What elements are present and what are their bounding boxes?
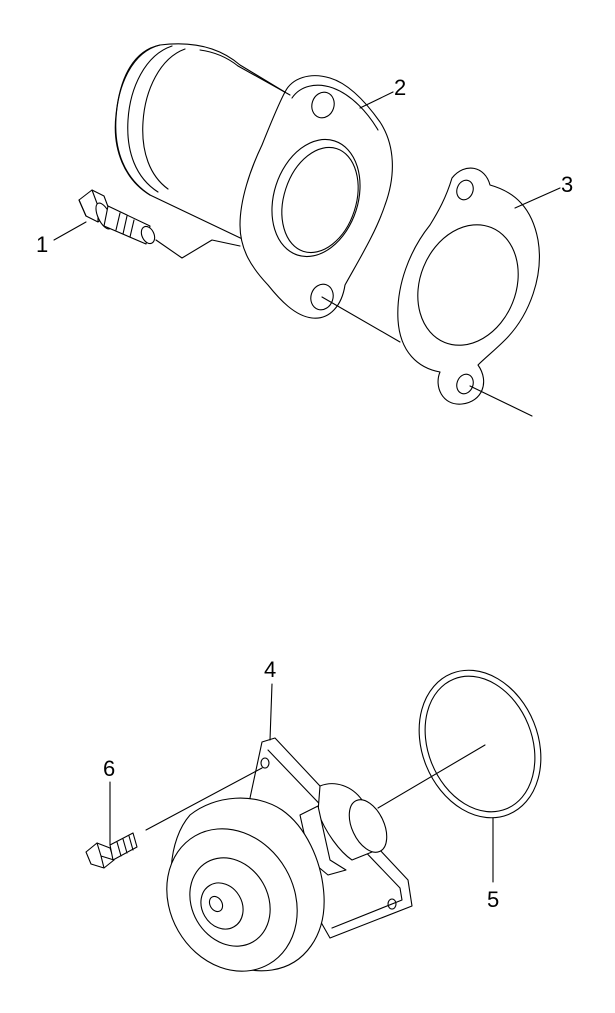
callout-4-label: 4 bbox=[264, 657, 276, 682]
callout-3-label: 3 bbox=[561, 172, 573, 197]
part-3-gasket bbox=[397, 167, 540, 405]
top-assembly-guide-lines bbox=[155, 65, 533, 417]
callout-6-label: 6 bbox=[103, 756, 115, 781]
callout-4-leader bbox=[269, 683, 273, 741]
part-4-water-pump bbox=[166, 737, 413, 972]
callout-3-leader bbox=[514, 187, 561, 209]
callout-1-leader bbox=[53, 221, 87, 241]
callout-1-label: 1 bbox=[36, 232, 48, 257]
bottom-assembly-guide-lines bbox=[145, 744, 486, 831]
callout-2-leader bbox=[359, 91, 394, 109]
callout-5-label: 5 bbox=[487, 887, 499, 912]
part-2-outlet-housing bbox=[114, 43, 393, 319]
part-6-hex-bolt bbox=[85, 832, 138, 869]
part-1-flange-bolt bbox=[78, 189, 156, 245]
callout-2-label: 2 bbox=[394, 75, 406, 100]
part-5-o-ring bbox=[418, 669, 542, 819]
